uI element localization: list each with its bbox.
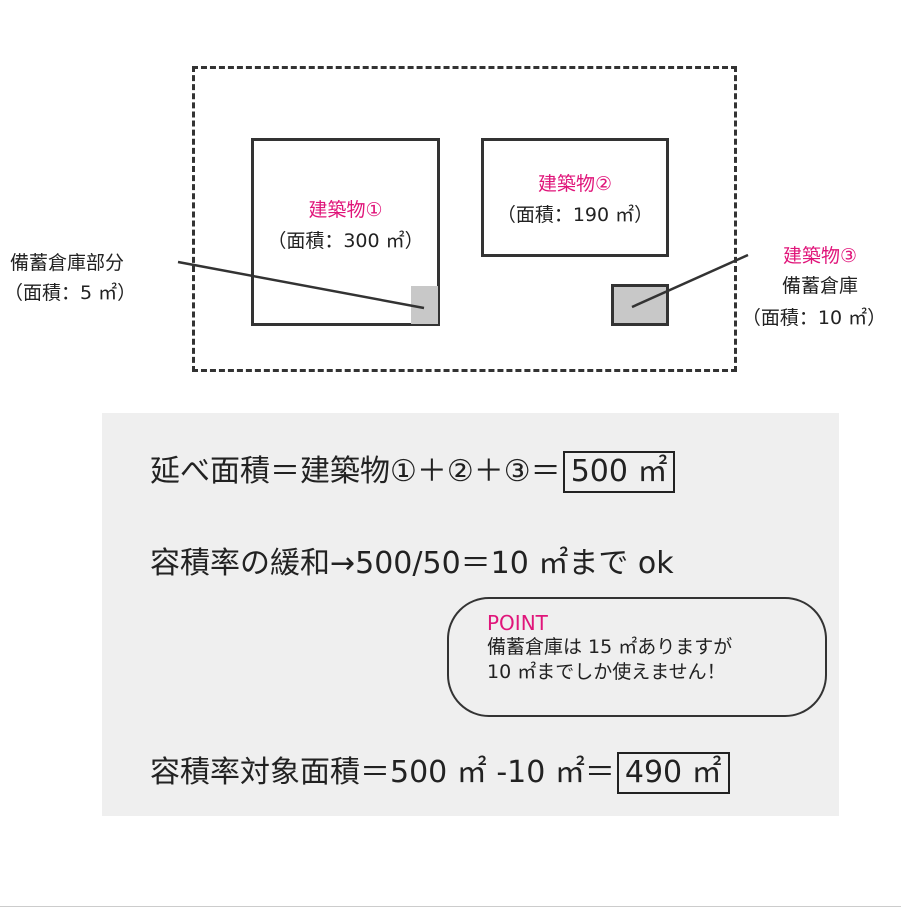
building-3-storage <box>611 284 669 326</box>
building-2 <box>481 138 669 257</box>
building-1-area: （面積：300 ㎡） <box>267 230 424 252</box>
building-1-name: 建築物① <box>308 199 383 221</box>
target-area-equation: 容積率対象面積＝500 ㎡ -10 ㎡＝490 ㎡ <box>150 752 730 794</box>
building-3-subtitle: 備蓄倉庫 <box>781 275 858 297</box>
building-3-area: （面積：10 ㎡） <box>741 307 887 329</box>
building-1 <box>251 138 440 326</box>
bottom-divider <box>0 906 901 907</box>
leader-line-building-3 <box>631 253 749 309</box>
total-area-result: 500 ㎡ <box>562 451 676 493</box>
total-area-formula: 延べ面積＝建築物①＋②＋③＝ <box>150 454 561 489</box>
leader-line-storage-part <box>177 260 425 310</box>
storage-part-name: 備蓄倉庫部分 <box>10 252 125 274</box>
relaxation-equation: 容積率の緩和→500/50＝10 ㎡まで ok <box>150 546 674 581</box>
total-area-equation: 延べ面積＝建築物①＋②＋③＝500 ㎡ <box>150 451 676 493</box>
point-line-2: 10 ㎡までしか使えません！ <box>487 661 726 683</box>
point-line-1: 備蓄倉庫は 15 ㎡ありますが <box>487 636 733 658</box>
building-3-name: 建築物③ <box>782 245 858 267</box>
target-area-result: 490 ㎡ <box>616 752 730 794</box>
site-boundary <box>192 66 737 372</box>
point-title: POINT <box>487 611 548 635</box>
storage-part-in-building-1 <box>411 286 438 324</box>
point-callout: POINT 備蓄倉庫は 15 ㎡ありますが 10 ㎡までしか使えません！ <box>447 597 827 717</box>
storage-part-area: （面積：5 ㎡） <box>4 282 137 304</box>
building-2-name: 建築物② <box>537 173 613 195</box>
target-area-formula: 容積率対象面積＝500 ㎡ -10 ㎡＝ <box>150 755 615 790</box>
building-2-area: （面積：190 ㎡） <box>496 204 654 226</box>
